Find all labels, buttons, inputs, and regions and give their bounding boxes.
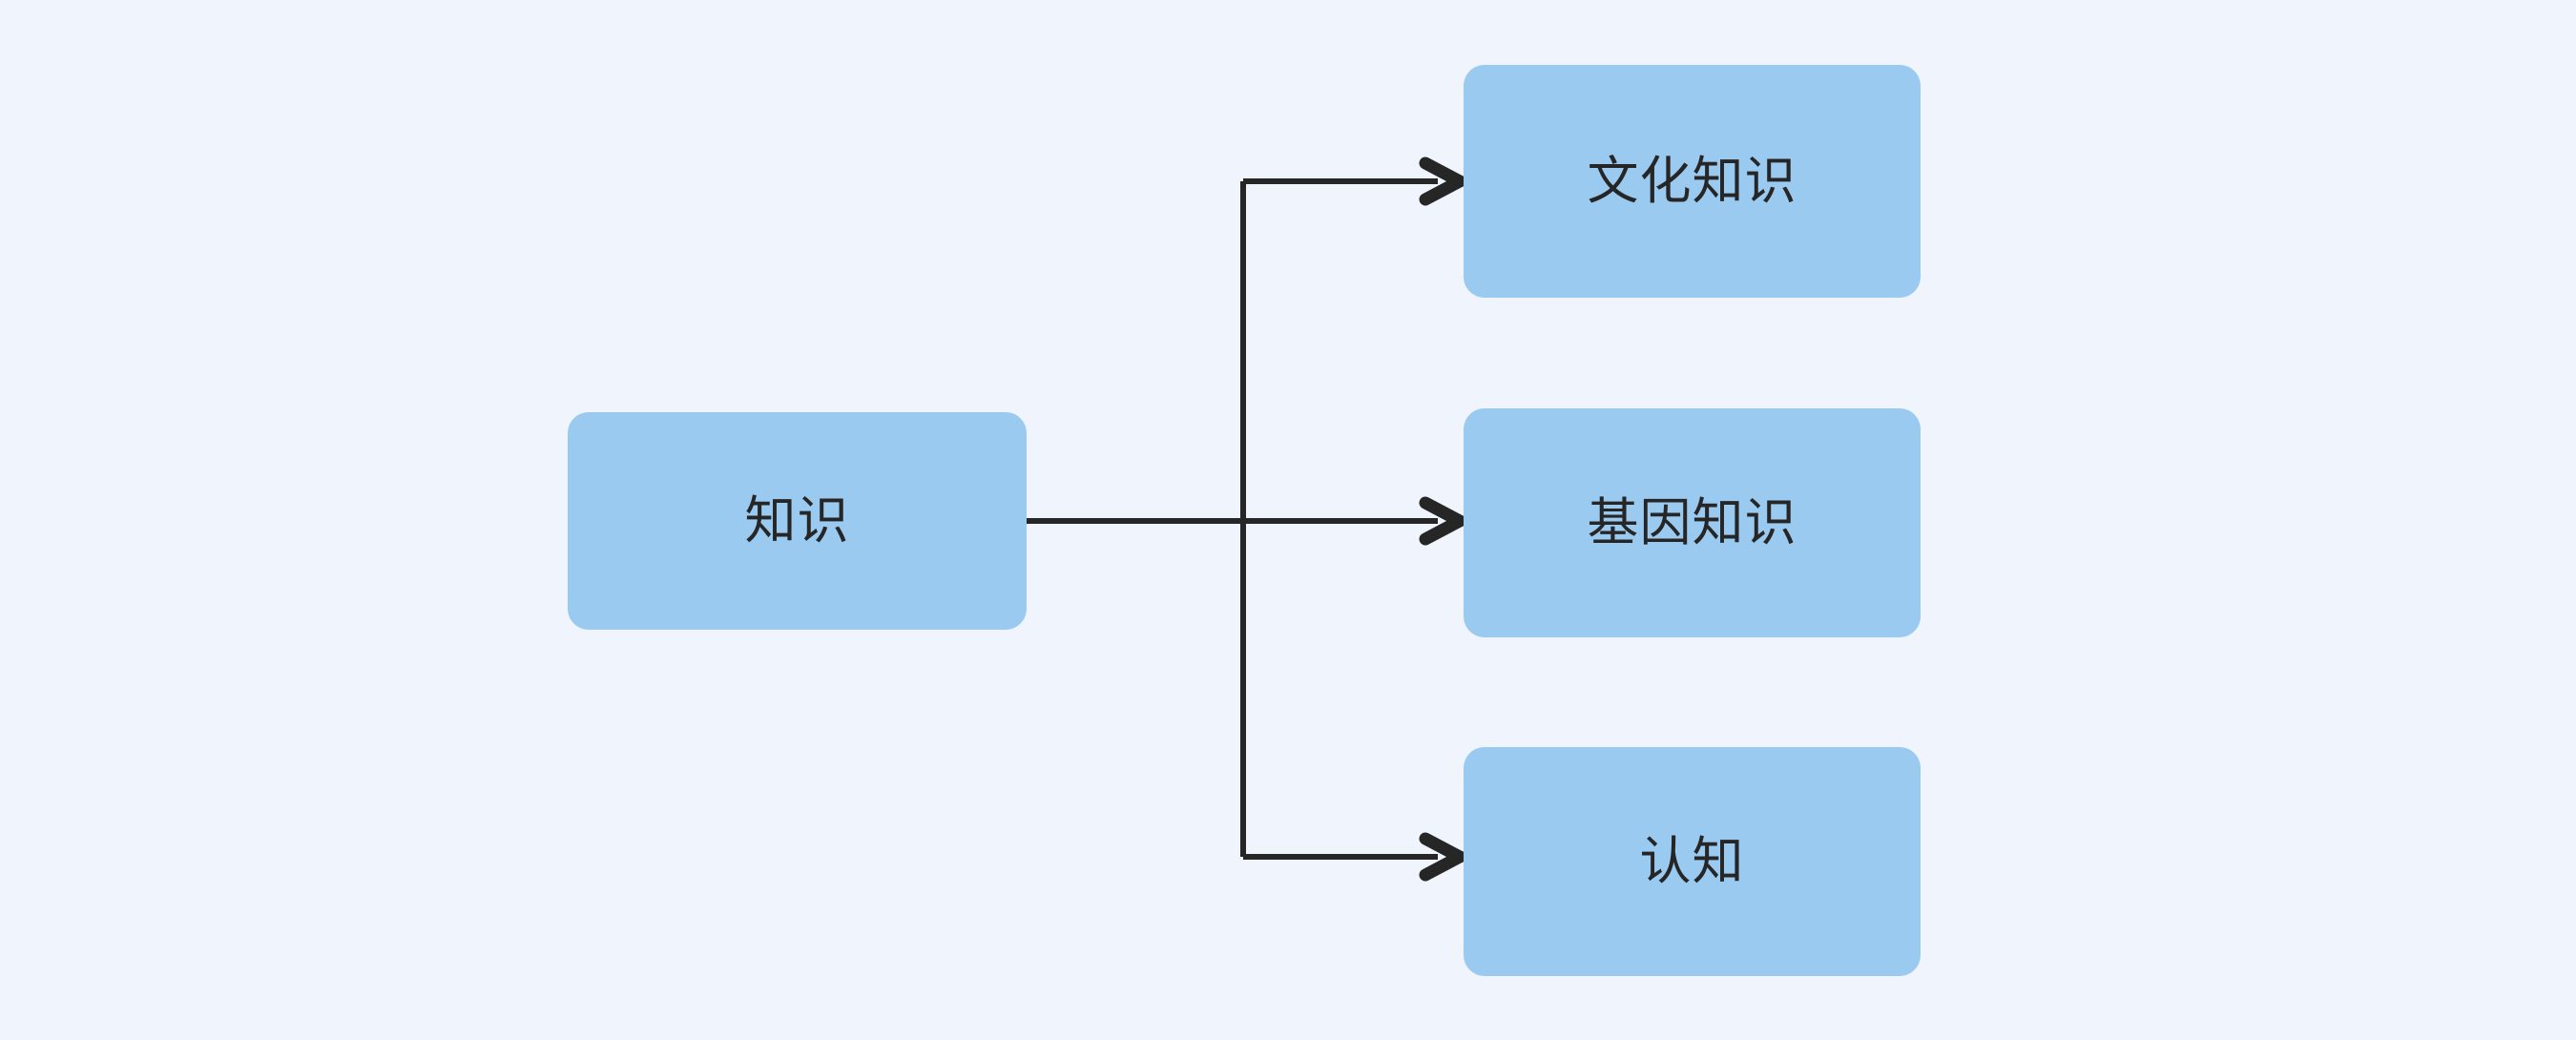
node-genetic-knowledge-label: 基因知识 bbox=[1587, 491, 1797, 552]
node-root[interactable]: 知识 bbox=[568, 412, 1027, 630]
arrow-head-icon-2 bbox=[1419, 832, 1473, 882]
node-genetic-knowledge[interactable]: 基因知识 bbox=[1464, 408, 1921, 637]
arrow-head-icon-0 bbox=[1419, 156, 1473, 206]
arrow-head-icon-1 bbox=[1419, 496, 1473, 546]
node-cognition[interactable]: 认知 bbox=[1464, 747, 1921, 976]
node-cognition-label: 认知 bbox=[1639, 830, 1745, 891]
node-cultural-knowledge-label: 文化知识 bbox=[1587, 150, 1797, 211]
node-cultural-knowledge[interactable]: 文化知识 bbox=[1464, 65, 1921, 298]
node-root-label: 知识 bbox=[744, 489, 850, 551]
